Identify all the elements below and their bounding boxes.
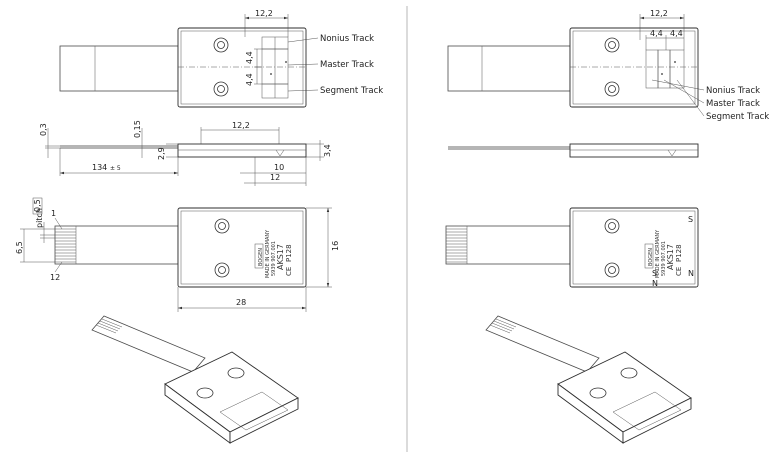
label-master-track: Master Track [320, 60, 374, 70]
dim-0-15: 0,15 [133, 120, 142, 138]
product-marking-right: BOGEN MADE IN GERMANY 5939 907.001 AKS17… [644, 229, 683, 278]
left-side-view: 0,3 0,15 12,2 2,9 3,4 10 12 134 ± 5 [39, 120, 332, 186]
dim-28: 28 [236, 298, 246, 307]
dim-134: 134 [92, 163, 107, 172]
svg-text:5939 907.001: 5939 907.001 [661, 241, 667, 276]
dim-4-4-right-right: 4,4 [670, 29, 683, 38]
dim-4-4-left-right: 4,4 [650, 29, 663, 38]
pin-12-label: 12 [50, 273, 60, 282]
right-top-view: 12,2 4,4 4,4 Nonius Track Master Track S… [447, 9, 769, 122]
flex-contacts [55, 228, 76, 263]
right-side-view [448, 143, 699, 158]
dim-12: 12 [270, 173, 280, 182]
dim-134-tolerance: ± 5 [110, 165, 121, 172]
dim-12-2-side: 12,2 [232, 121, 250, 130]
dim-12-2-top-right: 12,2 [650, 9, 668, 18]
svg-text:BOGEN: BOGEN [648, 248, 654, 266]
svg-text:BOGEN: BOGEN [258, 248, 264, 266]
dim-pitch-label: pitch [35, 208, 44, 228]
label-nonius-track: Nonius Track [320, 34, 374, 44]
pole-s-top: S [688, 215, 693, 224]
svg-text:P128: P128 [675, 244, 683, 262]
pole-n-top: N [688, 269, 694, 278]
left-top-view: 12,2 4,4 4,4 Nonius Track Master Track S… [59, 9, 383, 108]
pole-s-bottom: S [652, 269, 657, 278]
label-segment-track-right: Segment Track [706, 112, 769, 122]
dim-12-2-top: 12,2 [255, 9, 273, 18]
left-bottom-view: BOGEN MADE IN GERMANY 5939 907.001 AKS17… [15, 197, 340, 312]
label-segment-track: Segment Track [320, 86, 383, 96]
pin-1-label: 1 [51, 209, 56, 218]
svg-text:AKS17: AKS17 [666, 244, 675, 270]
svg-text:AKS17: AKS17 [276, 244, 285, 270]
flex-contacts-right [446, 228, 467, 263]
product-marking: BOGEN MADE IN GERMANY 5939 907.001 AKS17… [254, 229, 293, 278]
label-master-track-right: Master Track [706, 99, 760, 109]
dim-0-3: 0,3 [39, 123, 48, 136]
svg-text:P128: P128 [285, 244, 293, 262]
dim-4-4-lower: 4,4 [245, 73, 254, 86]
dim-pitch-value: 0,5 [33, 199, 42, 212]
dim-6-5: 6,5 [15, 241, 24, 254]
left-iso-view [91, 315, 299, 444]
right-iso-view [485, 315, 692, 444]
dim-3-4: 3,4 [323, 144, 332, 157]
svg-text:MADE IN GERMANY: MADE IN GERMANY [655, 229, 661, 278]
svg-text:MADE IN GERMANY: MADE IN GERMANY [265, 229, 271, 278]
right-bottom-view: BOGEN MADE IN GERMANY 5939 907.001 AKS17… [445, 207, 699, 288]
pole-n-bottom: N [652, 279, 658, 288]
dim-10: 10 [274, 163, 284, 172]
svg-text:CE: CE [285, 267, 293, 276]
dim-16: 16 [331, 241, 340, 251]
dim-4-4-upper: 4,4 [245, 51, 254, 64]
svg-text:5939 907.001: 5939 907.001 [271, 241, 277, 276]
dim-2-9: 2,9 [157, 147, 166, 160]
svg-text:CE: CE [675, 267, 683, 276]
label-nonius-track-right: Nonius Track [706, 86, 760, 96]
